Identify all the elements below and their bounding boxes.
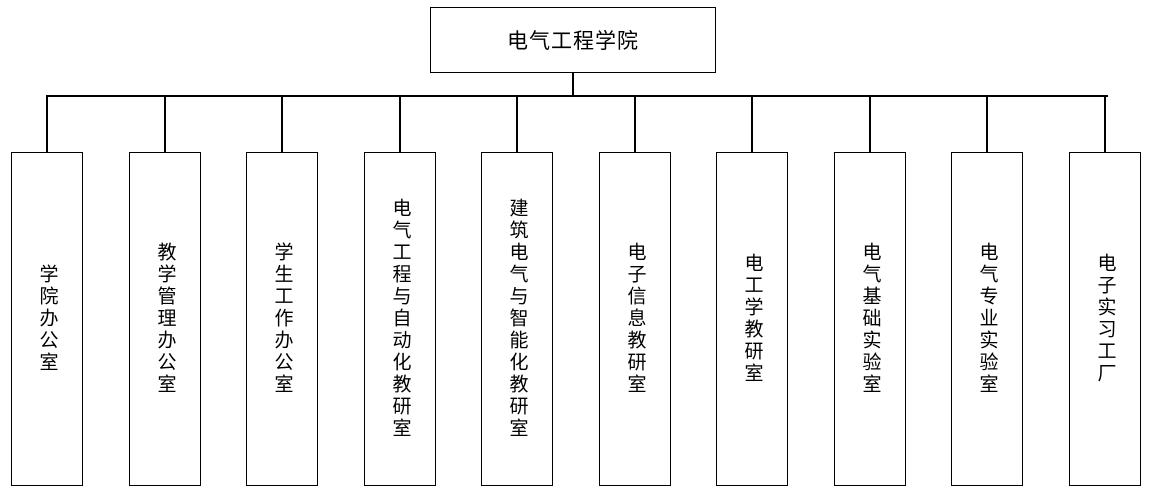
child-connector-line <box>751 95 753 152</box>
root-node-label: 电气工程学院 <box>507 29 639 53</box>
child-node-label: 学院办公室 <box>36 264 59 374</box>
child-node-box: 电工学教研室 <box>716 152 788 486</box>
child-node-box: 电子实习工厂 <box>1069 152 1141 486</box>
child-connector-line <box>869 95 871 152</box>
child-connector-line <box>1104 95 1106 152</box>
child-node-box: 学生工作办公室 <box>246 152 318 486</box>
child-node-label: 学生工作办公室 <box>271 242 294 396</box>
child-connector-line <box>986 95 988 152</box>
child-node-box: 电气专业实验室 <box>951 152 1023 486</box>
child-node-label: 教学管理办公室 <box>154 242 177 396</box>
root-connector-line <box>572 73 574 96</box>
child-node-label: 建筑电气与智能化教研室 <box>506 198 529 440</box>
child-node-box: 学院办公室 <box>11 152 83 486</box>
child-node-box: 电子信息教研室 <box>599 152 671 486</box>
child-node-label: 电子实习工厂 <box>1094 253 1117 385</box>
child-node-box: 电气工程与自动化教研室 <box>364 152 436 486</box>
child-node-label: 电子信息教研室 <box>624 242 647 396</box>
child-connector-line <box>164 95 166 152</box>
child-node-box: 教学管理办公室 <box>129 152 201 486</box>
child-connector-line <box>281 95 283 152</box>
child-connector-line <box>46 95 48 152</box>
child-connector-line <box>516 95 518 152</box>
child-node-box: 建筑电气与智能化教研室 <box>481 152 553 486</box>
child-node-label: 电工学教研室 <box>741 253 764 385</box>
horizontal-bus-line <box>46 95 1108 97</box>
child-node-label: 电气基础实验室 <box>859 242 882 396</box>
root-node-box: 电气工程学院 <box>430 7 716 73</box>
child-connector-line <box>634 95 636 152</box>
child-connector-line <box>399 95 401 152</box>
child-node-label: 电气工程与自动化教研室 <box>389 198 412 440</box>
child-node-label: 电气专业实验室 <box>976 242 999 396</box>
child-node-box: 电气基础实验室 <box>834 152 906 486</box>
